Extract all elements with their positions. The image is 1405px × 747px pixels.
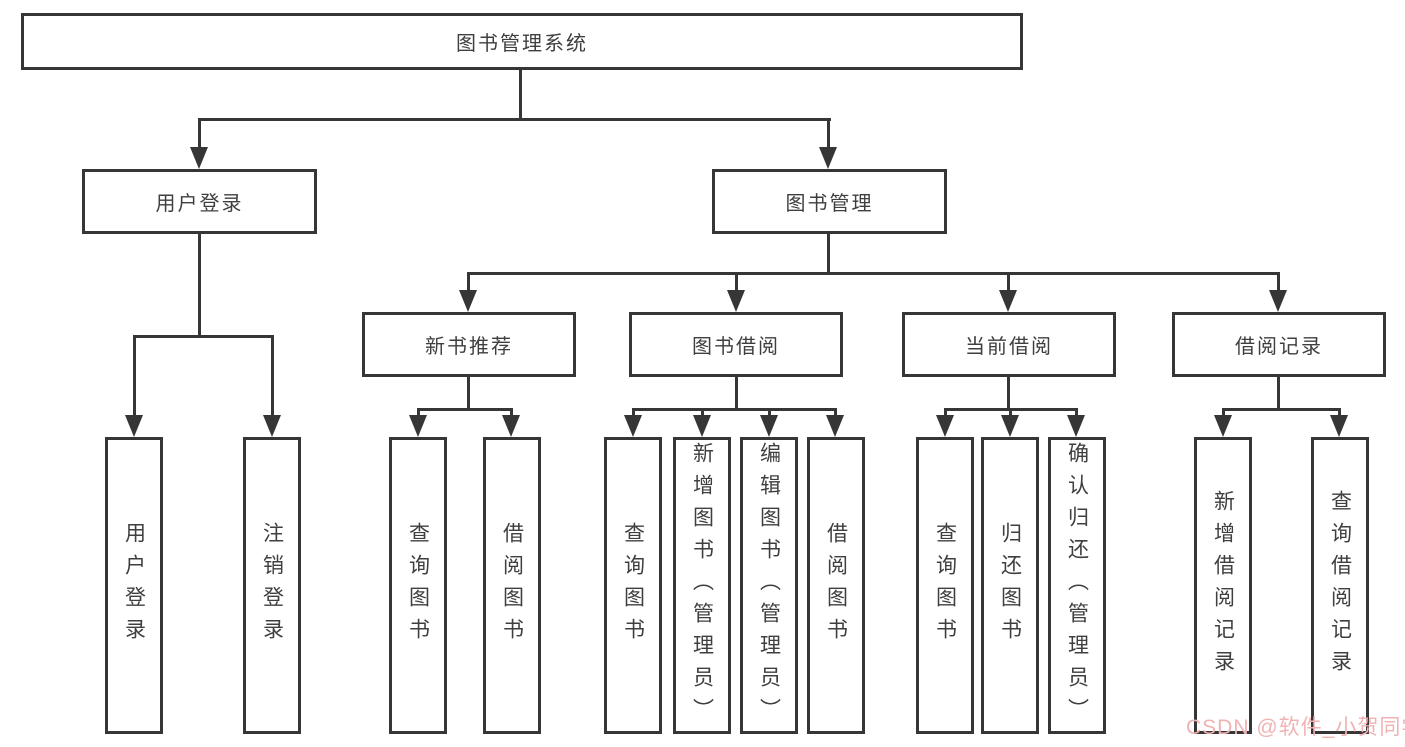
arrowhead-bb-leaf2-icon: [693, 415, 711, 437]
connector-user-login-rail: [133, 335, 274, 338]
connector-current-borrow-shaft: [1007, 272, 1010, 292]
connector-book-borrow-rail: [632, 408, 837, 411]
connector-new-book-shaft: [467, 272, 470, 292]
node-book-management: 图书管理: [712, 169, 947, 234]
leaf-borrow-borrow: 借阅图书: [807, 437, 865, 734]
connector-book-mgmt-trunk: [827, 234, 830, 275]
connector-level3-rail: [467, 272, 1280, 275]
node-user-login: 用户登录: [82, 169, 317, 234]
arrowhead-user-login-icon: [190, 147, 208, 169]
connector-level2-rail: [198, 118, 831, 121]
leaf-current-query: 查询图书: [916, 437, 974, 734]
connector-borrow-records-trunk: [1277, 377, 1280, 411]
arrowhead-borrow-records-icon: [1269, 290, 1287, 312]
connector-book-borrow-shaft: [735, 272, 738, 292]
connector-cb-leaf1-shaft: [944, 408, 947, 420]
connector-br-leaf2-shaft: [1338, 408, 1341, 420]
connector-bb-leaf4-shaft: [834, 408, 837, 420]
arrowhead-nb-leaf1-icon: [409, 415, 427, 437]
connector-cb-leaf3-shaft: [1075, 408, 1078, 420]
leaf-logout: 注销登录: [243, 437, 301, 734]
leaf-records-query: 查询借阅记录: [1311, 437, 1369, 734]
arrowhead-bb-leaf1-icon: [624, 415, 642, 437]
node-book-management-label: 图书管理: [785, 193, 874, 215]
node-book-borrow: 图书借阅: [629, 312, 843, 377]
node-root-label: 图书管理系统: [456, 33, 588, 55]
node-borrow-records-label: 借阅记录: [1235, 336, 1323, 358]
arrowhead-current-borrow-icon: [999, 290, 1017, 312]
leaf-borrow-query: 查询图书: [604, 437, 662, 734]
connector-book-borrow-trunk: [735, 377, 738, 411]
connector-current-borrow-trunk: [1007, 377, 1010, 411]
leaf-current-confirm-admin: 确认归还（管理员）: [1048, 437, 1106, 734]
connector-root-trunk: [519, 70, 522, 121]
connector-nb-leaf1-shaft: [417, 408, 420, 420]
leaf-borrow-edit-admin: 编辑图书（管理员）: [740, 437, 798, 734]
connector-cb-leaf2-shaft: [1009, 408, 1012, 420]
connector-leaf-logout-shaft: [271, 335, 274, 417]
arrowhead-bb-leaf4-icon: [826, 415, 844, 437]
connector-new-book-trunk: [467, 377, 470, 411]
leaf-newbook-borrow: 借阅图书: [483, 437, 541, 734]
connector-br-leaf1-shaft: [1222, 408, 1225, 420]
connector-user-login-shaft: [198, 118, 201, 150]
leaf-current-return: 归还图书: [981, 437, 1039, 734]
arrowhead-cb-leaf3-icon: [1067, 415, 1085, 437]
leaf-borrow-add-admin: 新增图书（管理员）: [673, 437, 731, 734]
node-new-book-recommend-label: 新书推荐: [425, 336, 513, 358]
connector-leaf-login-shaft: [133, 335, 136, 417]
connector-nb-leaf2-shaft: [510, 408, 513, 420]
arrowhead-bb-leaf3-icon: [760, 415, 778, 437]
connector-borrow-records-rail: [1222, 408, 1341, 411]
leaf-newbook-query: 查询图书: [389, 437, 447, 734]
connector-book-mgmt-shaft: [827, 118, 830, 150]
arrowhead-cb-leaf1-icon: [936, 415, 954, 437]
node-current-borrow-label: 当前借阅: [965, 336, 1053, 358]
arrowhead-book-mgmt-icon: [819, 147, 837, 169]
node-root: 图书管理系统: [21, 13, 1023, 70]
arrowhead-leaf-login-icon: [125, 415, 143, 437]
leaf-records-add: 新增借阅记录: [1194, 437, 1252, 734]
connector-bb-leaf2-shaft: [701, 408, 704, 420]
connector-bb-leaf3-shaft: [768, 408, 771, 420]
arrowhead-br-leaf1-icon: [1214, 415, 1232, 437]
connector-bb-leaf1-shaft: [632, 408, 635, 420]
arrowhead-nb-leaf2-icon: [502, 415, 520, 437]
arrowhead-cb-leaf2-icon: [1001, 415, 1019, 437]
node-borrow-records: 借阅记录: [1172, 312, 1386, 377]
node-new-book-recommend: 新书推荐: [362, 312, 576, 377]
connector-borrow-records-shaft: [1277, 272, 1280, 292]
node-current-borrow: 当前借阅: [902, 312, 1116, 377]
arrowhead-br-leaf2-icon: [1330, 415, 1348, 437]
csdn-watermark: CSDN @软件_小贺同学: [1186, 716, 1405, 739]
arrowhead-book-borrow-icon: [727, 290, 745, 312]
node-user-login-label: 用户登录: [155, 193, 244, 215]
arrowhead-leaf-logout-icon: [263, 415, 281, 437]
connector-new-book-rail: [417, 408, 513, 411]
leaf-user-login: 用户登录: [105, 437, 163, 734]
arrowhead-new-book-icon: [459, 290, 477, 312]
connector-user-login-trunk: [198, 234, 201, 338]
node-book-borrow-label: 图书借阅: [692, 336, 780, 358]
